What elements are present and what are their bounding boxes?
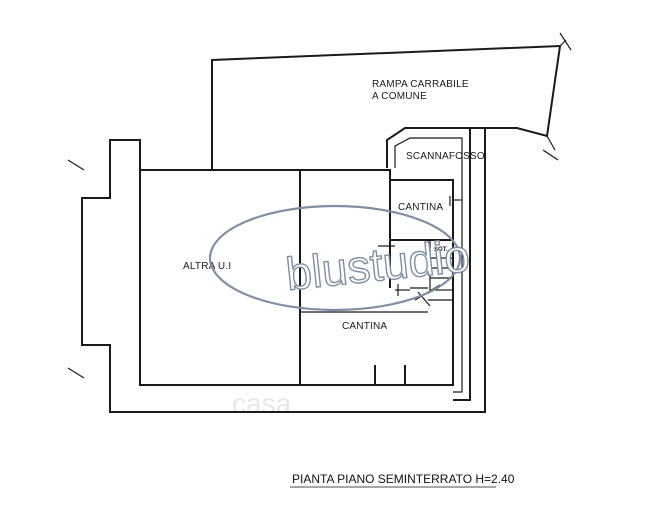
upper-cellar-label: CANTINA [398,202,443,213]
scannafosso-label: SCANNAFOSSO [406,151,485,162]
ramp-label-line1: RAMPA CARRABILE [372,79,469,90]
watermark: blustudio [208,204,473,312]
upper-cellar-room [378,179,462,288]
stair-element [395,239,454,307]
watermark-oval [208,204,462,312]
other-unit-label: ALTRA U.I [183,261,231,272]
ramp-outline [211,32,572,170]
ramp-label-line2: A COMUNE [372,91,427,102]
stair-label: SOT. [434,247,448,253]
scannafosso-corridor [386,127,471,401]
watermark-brand: blustudio [283,229,472,300]
background-watermark-text: casa [232,388,292,419]
lower-cellar-label: CANTINA [342,321,387,332]
plan-caption: PIANTA PIANO SEMINTERRATO H=2.40 [292,472,515,486]
